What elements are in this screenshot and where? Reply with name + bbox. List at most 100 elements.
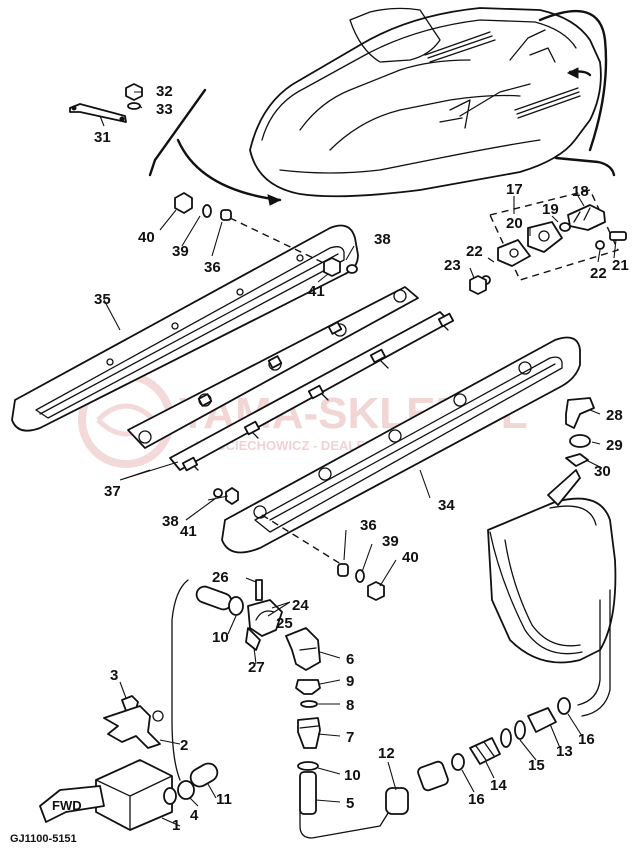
part-23-nut: [469, 275, 487, 295]
part-6-elbow: [285, 627, 321, 671]
callout-25: 25: [276, 615, 293, 632]
callout-37: 37: [104, 483, 121, 500]
part-38-washer-bottom: [213, 488, 223, 498]
callout-36-top: 36: [204, 259, 221, 276]
callout-12: 12: [378, 745, 395, 762]
cooling-hose: [171, 579, 391, 839]
callout-8: 8: [346, 697, 354, 714]
callout-11: 11: [216, 791, 232, 808]
part-30-clamp: [565, 453, 589, 467]
callout-4: 4: [190, 807, 199, 824]
callout-10-top: 10: [212, 629, 229, 646]
part-11-hose-segment: [195, 585, 233, 611]
callout-27: 27: [248, 659, 265, 676]
callout-22-left: 22: [466, 243, 483, 260]
callout-30: 30: [594, 463, 611, 480]
callout-31: 31: [94, 129, 111, 146]
callout-labels: 1 2 3 4 5 6 7 8 9 10 10 11 12 13 14 15 1…: [94, 83, 629, 834]
part-38-washer-top: [346, 264, 358, 274]
callout-17: 17: [506, 181, 523, 198]
part-20-housing: [527, 221, 563, 253]
part-22-gasket: [497, 239, 531, 267]
part-1-box: [95, 759, 177, 831]
fwd-label: FWD: [52, 798, 82, 813]
part-9-nipple: [295, 679, 321, 695]
callout-35: 35: [94, 291, 111, 308]
part-26-screw: [255, 579, 263, 601]
part-24-bracket: [247, 599, 283, 637]
part-14-fitting: [469, 737, 501, 765]
callout-16-left: 16: [468, 791, 485, 808]
callout-39-bottom: 39: [382, 533, 399, 550]
leader-lines: [99, 91, 617, 827]
callout-14: 14: [490, 777, 507, 794]
callout-5: 5: [346, 795, 354, 812]
alignment-line-36-top: [229, 217, 331, 267]
pointer-curve-left: [176, 138, 282, 202]
part-27-clamp: [245, 627, 261, 651]
part-33-washer: [127, 102, 141, 110]
part-19-oring: [559, 222, 571, 232]
part-11-hose-bottom: [189, 762, 219, 788]
part-41-nut-bottom: [225, 487, 239, 505]
group-17-outline: [489, 189, 619, 281]
callout-21: 21: [612, 257, 629, 274]
alignment-line-36-bottom: [261, 514, 345, 567]
part-39-washer-top: [202, 204, 212, 218]
diagram-code: GJ1100-5151: [10, 833, 77, 845]
callout-2: 2: [180, 737, 188, 754]
callout-41-bottom: 41: [180, 523, 197, 540]
callout-40-bottom: 40: [402, 549, 419, 566]
callout-26: 26: [212, 569, 229, 586]
callout-33: 33: [156, 101, 173, 118]
part-8-oring: [300, 700, 318, 708]
callout-32: 32: [156, 83, 173, 100]
part-21-screw: [609, 231, 627, 241]
part-16-clamp-right: [557, 697, 571, 715]
watercraft-hull: [249, 7, 602, 198]
part-10-clamp-bottom: [297, 761, 319, 771]
plate-bolts: [181, 312, 455, 472]
callout-10-bottom: 10: [344, 767, 361, 784]
callout-28: 28: [606, 407, 623, 424]
part-12-hose: [385, 787, 409, 815]
part-5-hose: [299, 771, 317, 815]
part-7-fitting: [297, 717, 321, 749]
bracket-31: [148, 88, 207, 177]
part-40-nut-top: [174, 192, 193, 214]
bracket-17: [554, 156, 616, 177]
part-2-bracket: [103, 705, 164, 749]
part-15-washer-b: [514, 720, 526, 740]
callout-41-top: 41: [308, 283, 325, 300]
callout-39-top: 39: [172, 243, 189, 260]
callout-40-top: 40: [138, 229, 155, 246]
part-31-rod: [69, 103, 127, 123]
part-10-clamp-top: [228, 596, 244, 616]
callout-24: 24: [292, 597, 309, 614]
fwd-arrow: FWD: [39, 785, 105, 823]
part-41-nut-top: [323, 257, 341, 277]
callout-18: 18: [572, 183, 589, 200]
callout-36-bottom: 36: [360, 517, 377, 534]
callout-9: 9: [346, 673, 354, 690]
jet-pump-housing: [487, 469, 617, 717]
part-36-collar-top: [220, 209, 232, 221]
part-39-washer-bottom: [355, 569, 365, 583]
part-13-fitting: [527, 707, 557, 733]
callout-20: 20: [506, 215, 523, 232]
callout-22-right: 22: [590, 265, 607, 282]
callout-13: 13: [556, 743, 573, 760]
callout-19: 19: [542, 201, 559, 218]
part-28-fitting: [565, 397, 595, 429]
callout-16-right: 16: [578, 731, 595, 748]
part-29-ring: [569, 434, 591, 448]
callout-38-bottom: 38: [162, 513, 179, 530]
callout-3: 3: [110, 667, 118, 684]
part-40-nut-bottom: [367, 581, 385, 601]
part-4-clamp: [177, 780, 195, 800]
callout-29: 29: [606, 437, 623, 454]
part-35-sponson: [11, 224, 359, 432]
part-22-washer-right: [595, 240, 605, 250]
